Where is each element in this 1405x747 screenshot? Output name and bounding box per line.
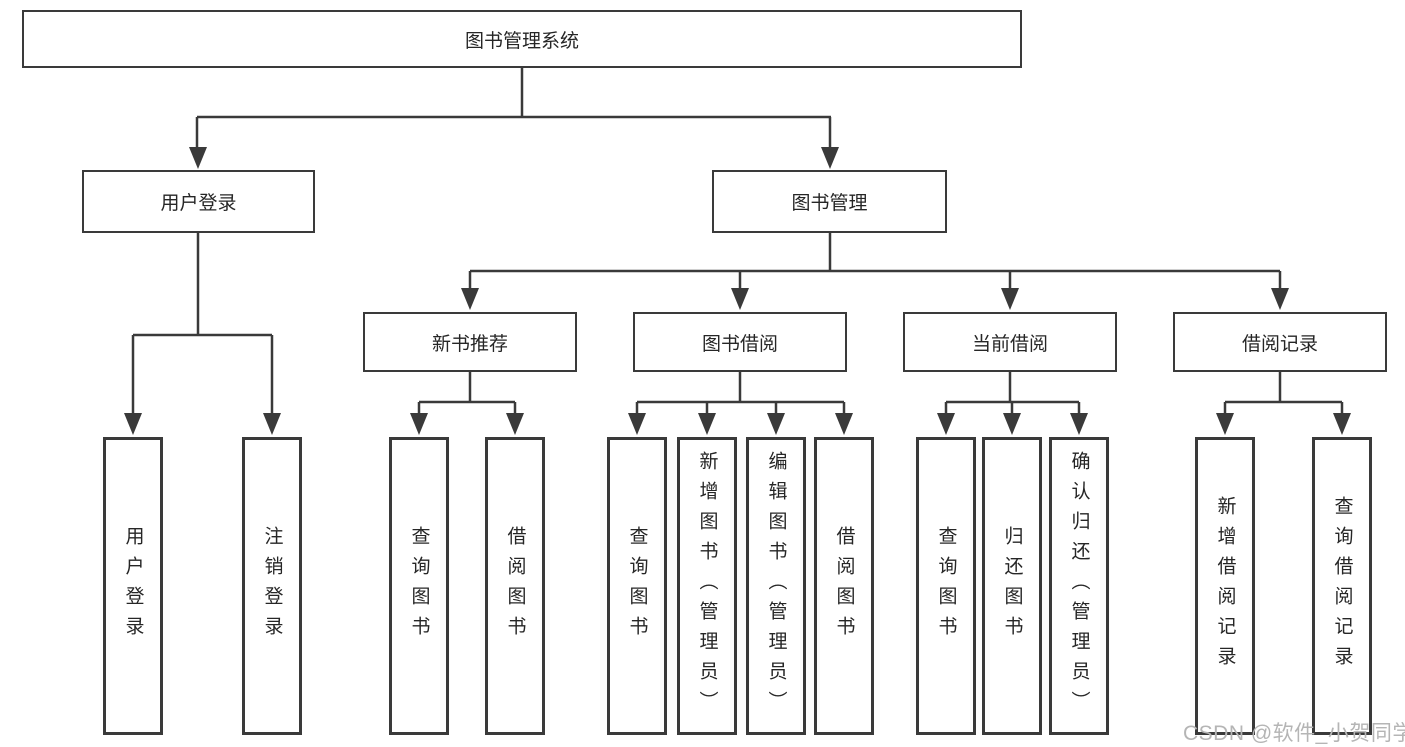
node-label: 查询借阅记录 xyxy=(1331,496,1353,676)
arrow-down-icon xyxy=(821,147,839,169)
arrow-down-icon xyxy=(1001,288,1019,310)
node-label: 用户登录 xyxy=(160,193,237,214)
node-label: 图书借阅 xyxy=(701,333,778,355)
arrow-down-icon xyxy=(1333,413,1351,435)
leaf-borrow-books-borrowing: 借阅图书 xyxy=(814,437,874,735)
node-label: 新书推荐 xyxy=(431,333,508,355)
leaf-add-books-admin: 新增图书（管理员） xyxy=(677,437,737,735)
connector-bookborrow-to-leaves xyxy=(635,372,846,416)
connector-arrowheads xyxy=(124,147,1351,435)
connector-currentborrow-to-leaves xyxy=(944,372,1081,416)
arrow-down-icon xyxy=(189,147,207,169)
arrow-down-icon xyxy=(410,413,428,435)
arrow-down-icon xyxy=(124,413,142,435)
connector-newbook-to-leaves xyxy=(417,372,517,416)
node-library-management-system: 图书管理系统 xyxy=(22,10,1022,68)
arrow-down-icon xyxy=(1003,413,1021,435)
arrow-down-icon xyxy=(767,413,785,435)
node-book-borrowing: 图书借阅 xyxy=(633,312,847,372)
node-label: 用户登录 xyxy=(122,526,144,646)
leaf-user-login: 用户登录 xyxy=(103,437,163,735)
node-label: 查询图书 xyxy=(626,526,648,646)
arrow-down-icon xyxy=(263,413,281,435)
arrow-down-icon xyxy=(461,288,479,310)
leaf-add-borrow-record: 新增借阅记录 xyxy=(1195,437,1255,735)
leaf-return-books: 归还图书 xyxy=(982,437,1042,735)
arrow-down-icon xyxy=(698,413,716,435)
node-label: 图书管理 xyxy=(791,193,868,214)
leaf-query-books-borrowing: 查询图书 xyxy=(607,437,667,735)
connector-bookmgmt-to-level3 xyxy=(468,233,1282,292)
node-label: 编辑图书（管理员） xyxy=(765,451,787,721)
leaf-confirm-return-admin: 确认归还（管理员） xyxy=(1049,437,1109,735)
connector-root-to-level2 xyxy=(195,68,832,150)
node-label: 查询图书 xyxy=(408,526,430,646)
node-borrowing-records: 借阅记录 xyxy=(1173,312,1387,372)
leaf-logout: 注销登录 xyxy=(242,437,302,735)
node-label: 图书管理系统 xyxy=(464,30,579,52)
node-label: 借阅记录 xyxy=(1241,333,1318,355)
node-user-login-branch: 用户登录 xyxy=(82,170,315,233)
node-book-management-branch: 图书管理 xyxy=(712,170,947,233)
arrow-down-icon xyxy=(628,413,646,435)
node-label: 确认归还（管理员） xyxy=(1068,451,1090,721)
node-label: 借阅图书 xyxy=(833,526,855,646)
leaf-borrow-books-recommend: 借阅图书 xyxy=(485,437,545,735)
arrow-down-icon xyxy=(1216,413,1234,435)
leaf-query-books-recommend: 查询图书 xyxy=(389,437,449,735)
node-label: 归还图书 xyxy=(1001,526,1023,646)
node-label: 注销登录 xyxy=(261,526,283,646)
node-current-borrowing: 当前借阅 xyxy=(903,312,1117,372)
csdn-watermark: CSDN @软件_小贺同学 xyxy=(1183,722,1405,745)
connector-lines xyxy=(131,68,1344,416)
leaf-query-borrow-record: 查询借阅记录 xyxy=(1312,437,1372,735)
arrow-down-icon xyxy=(506,413,524,435)
leaf-edit-books-admin: 编辑图书（管理员） xyxy=(746,437,806,735)
arrow-down-icon xyxy=(1070,413,1088,435)
node-label: 新增借阅记录 xyxy=(1214,496,1236,676)
arrow-down-icon xyxy=(835,413,853,435)
arrow-down-icon xyxy=(937,413,955,435)
node-new-book-recommendation: 新书推荐 xyxy=(363,312,577,372)
connector-borrowrecord-to-leaves xyxy=(1223,372,1344,416)
connector-userlogin-to-leaves xyxy=(131,233,274,416)
node-label: 新增图书（管理员） xyxy=(696,451,718,721)
arrow-down-icon xyxy=(1271,288,1289,310)
node-label: 当前借阅 xyxy=(971,333,1048,355)
arrow-down-icon xyxy=(731,288,749,310)
node-label: 查询图书 xyxy=(935,526,957,646)
node-label: 借阅图书 xyxy=(504,526,526,646)
leaf-query-books-current: 查询图书 xyxy=(916,437,976,735)
